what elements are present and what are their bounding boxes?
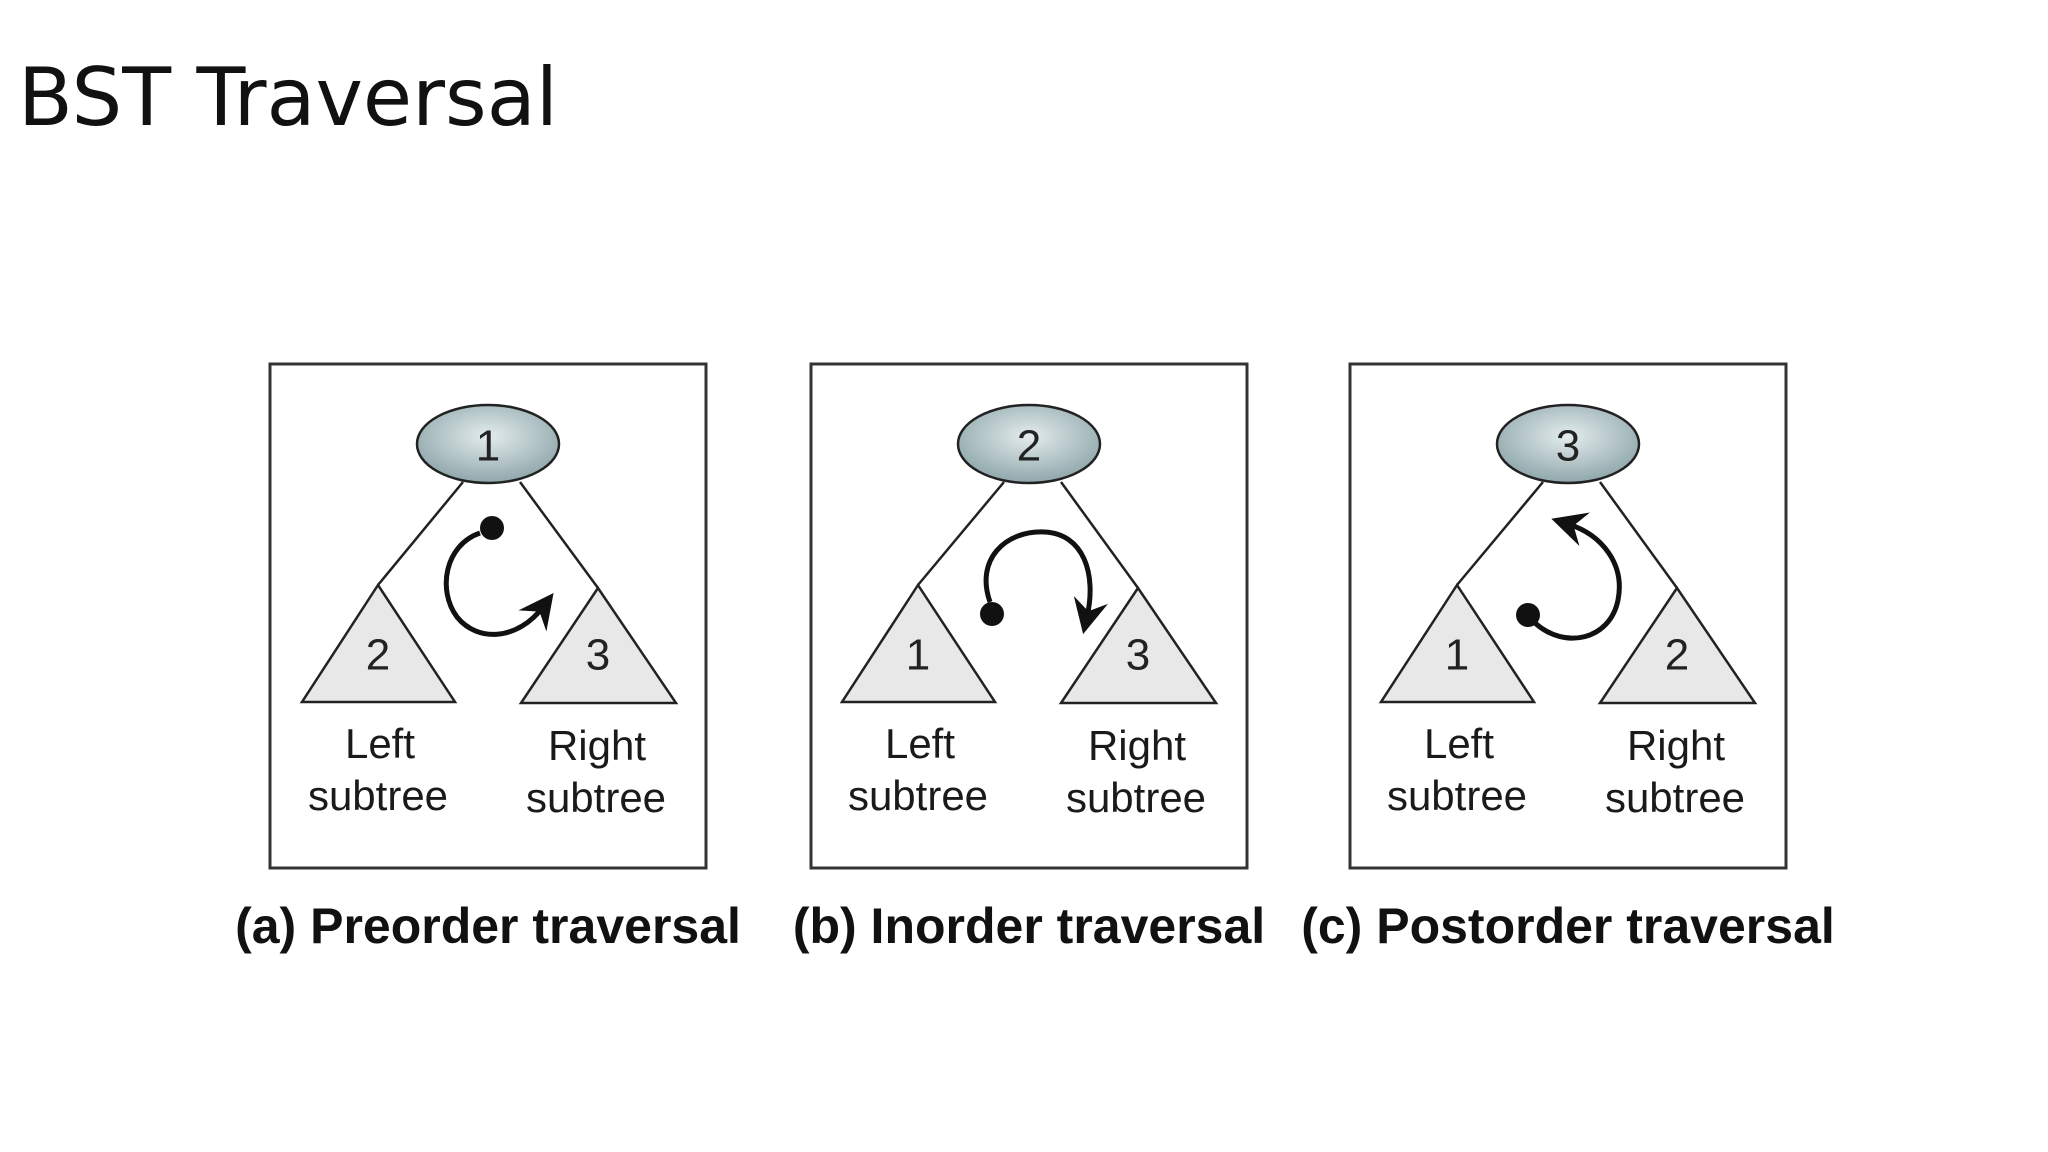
- right-subtree-label-line2: subtree: [1066, 774, 1206, 821]
- right-subtree-label-line2: subtree: [526, 774, 666, 821]
- caption-preorder: (a) Preorder traversal: [235, 898, 741, 954]
- edge-left: [1456, 481, 1544, 586]
- right-subtree-number: 3: [1126, 631, 1150, 680]
- right-subtree-triangle: [1597, 585, 1758, 705]
- panel-postorder: 3 1 2 Left subtree Right subtree: [1348, 362, 1788, 870]
- slide-title: BST Traversal: [18, 51, 558, 144]
- right-subtree-label-line2: subtree: [1605, 774, 1745, 821]
- right-subtree-label-line1: Right: [1088, 722, 1186, 769]
- root-node: [956, 403, 1102, 485]
- caption-postorder: (c) Postorder traversal: [1301, 898, 1835, 954]
- left-subtree-triangle: [1378, 582, 1537, 704]
- left-subtree-number: 1: [906, 631, 930, 680]
- left-subtree-label-line2: subtree: [848, 772, 988, 819]
- right-subtree-number: 2: [1665, 631, 1689, 680]
- traversal-path: [983, 529, 1108, 635]
- left-subtree-label-line1: Left: [885, 720, 955, 767]
- left-subtree-label-line2: subtree: [308, 772, 448, 819]
- traversal-path: [443, 530, 554, 637]
- panel-preorder: 1 2 3 Left subtree Right subtree: [268, 362, 708, 870]
- panel-inorder: 2 1 3 Left subtree Right subtree: [809, 362, 1249, 870]
- root-node: [1495, 403, 1641, 485]
- right-subtree-label-line1: Right: [548, 722, 646, 769]
- right-subtree-triangle: [518, 585, 679, 705]
- left-subtree-triangle: [299, 582, 458, 704]
- traversal-path: [1533, 512, 1622, 641]
- left-subtree-number: 2: [366, 631, 390, 680]
- preorder-arrow: [443, 516, 554, 637]
- traversal-start-dot: [980, 602, 1004, 626]
- left-subtree-number: 1: [1445, 631, 1469, 680]
- edge-right: [518, 481, 600, 589]
- edge-right: [1598, 481, 1679, 589]
- edge-right: [1059, 481, 1140, 589]
- right-subtree-triangle: [1058, 585, 1219, 705]
- inorder-arrow: [980, 529, 1108, 635]
- right-subtree-label-line1: Right: [1627, 722, 1725, 769]
- root-node-label: 2: [1017, 422, 1041, 471]
- traversal-start-dot: [1516, 603, 1540, 627]
- caption-inorder: (b) Inorder traversal: [793, 898, 1265, 954]
- edge-left: [377, 481, 464, 586]
- root-node: [415, 403, 561, 485]
- left-subtree-label-line1: Left: [1424, 720, 1494, 767]
- left-subtree-label-line2: subtree: [1387, 772, 1527, 819]
- postorder-arrow: [1516, 512, 1622, 641]
- root-node-label: 1: [476, 422, 500, 471]
- root-node-label: 3: [1556, 422, 1580, 471]
- left-subtree-triangle: [839, 582, 998, 704]
- traversal-start-dot: [480, 516, 504, 540]
- left-subtree-label-line1: Left: [345, 720, 415, 767]
- right-subtree-number: 3: [586, 631, 610, 680]
- edge-left: [917, 481, 1005, 586]
